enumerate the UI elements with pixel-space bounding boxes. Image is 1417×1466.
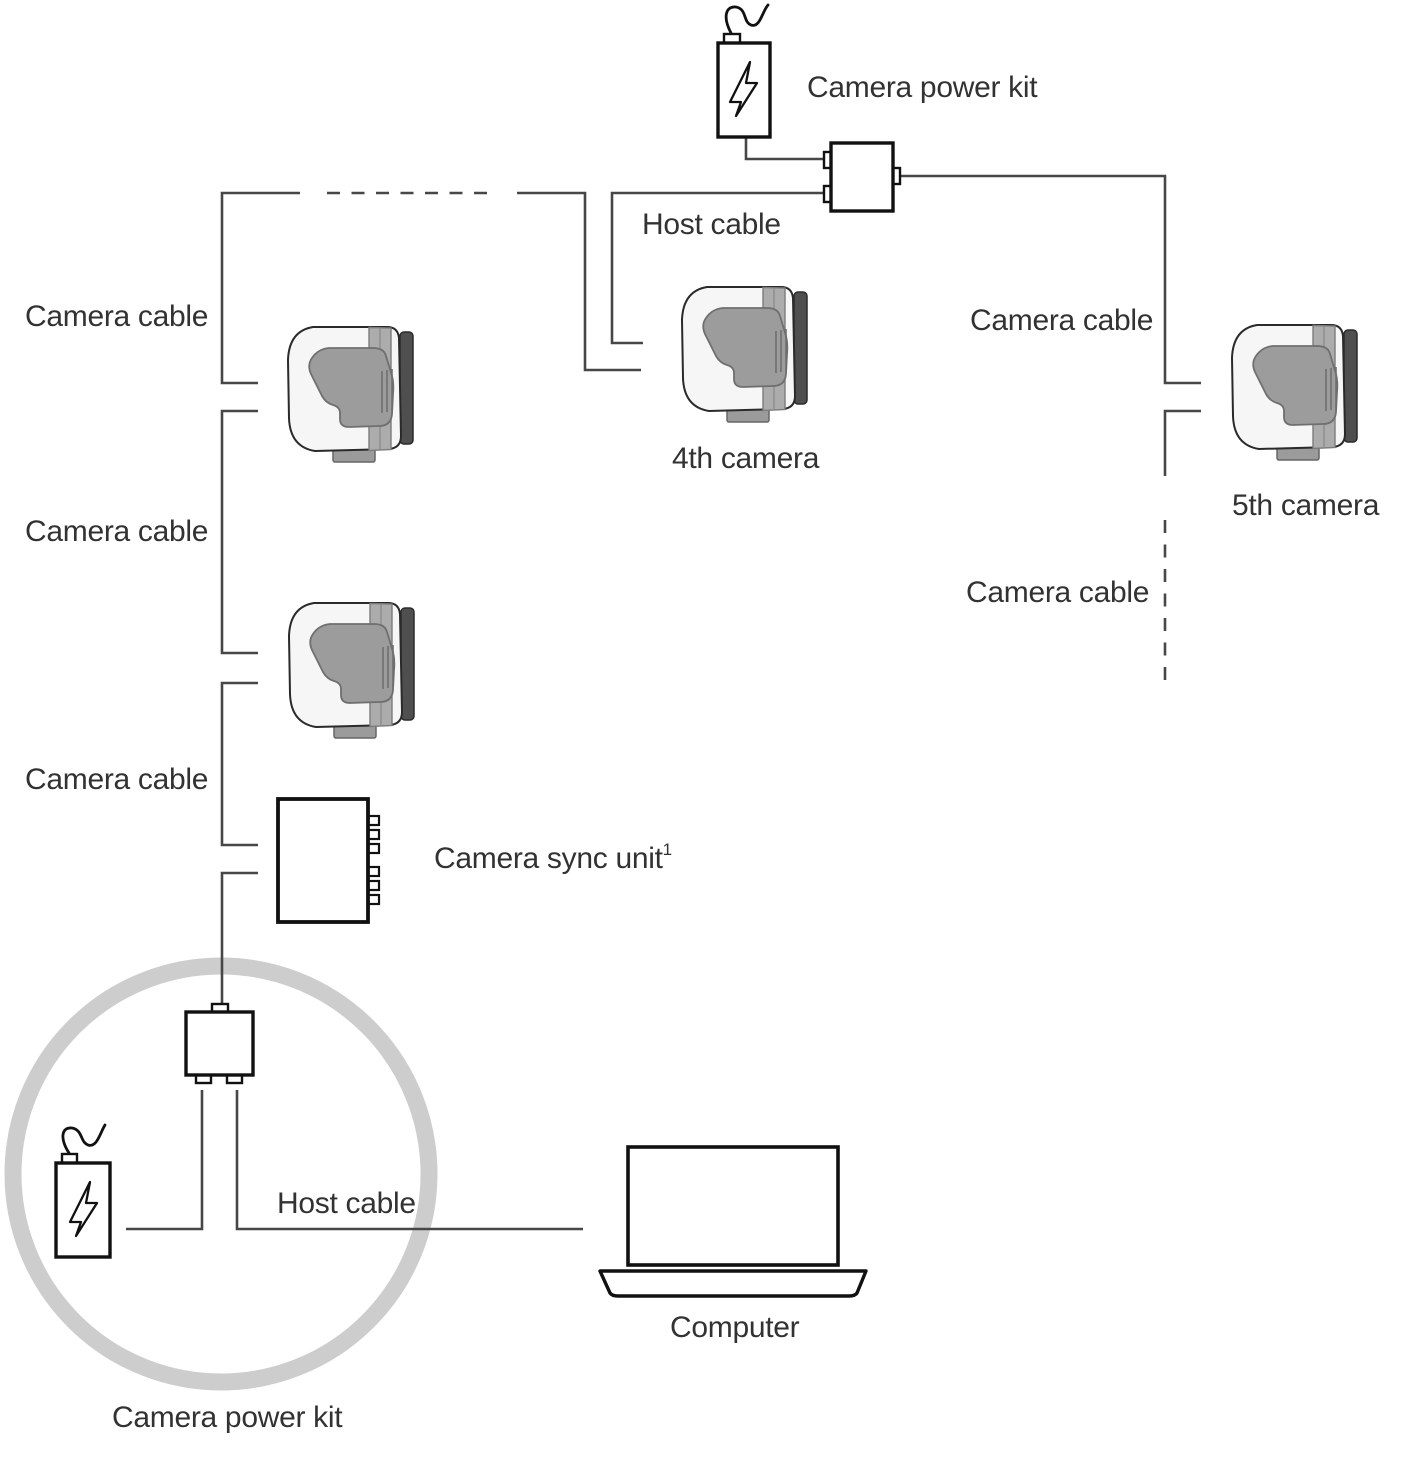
label-camera-cable-right-2: Camera cable xyxy=(966,576,1150,609)
camera-sync-unit-icon xyxy=(276,797,381,924)
power-cord-squiggle xyxy=(61,1123,107,1155)
label-host-cable-bottom: Host cable xyxy=(277,1187,416,1220)
lightning-bolt-icon xyxy=(728,60,759,118)
host-cable-bottom-line xyxy=(235,1090,583,1231)
cable-5th-camera-out xyxy=(1163,409,1201,476)
cable-sync-to-junction-bottom xyxy=(220,871,258,1003)
junction-box-top-icon xyxy=(822,141,902,213)
cable-chain-to-4th-camera xyxy=(517,191,641,372)
laptop-screen xyxy=(626,1145,840,1267)
power-to-junction-bottom-line xyxy=(126,1090,204,1231)
label-fifth-camera: 5th camera xyxy=(1232,489,1380,522)
camera-icon-2nd xyxy=(288,602,415,739)
power-cord-squiggle xyxy=(724,3,770,35)
cable-junction-to-5th-camera xyxy=(900,174,1201,385)
label-host-cable-top: Host cable xyxy=(642,208,781,241)
junction-box-bottom-icon xyxy=(184,1002,255,1085)
cable-chain-topleft xyxy=(220,191,300,385)
host-cable-top-line xyxy=(610,191,826,345)
power-to-junction-top-line xyxy=(744,137,825,161)
camera-icon-4th xyxy=(681,286,808,423)
label-camera-sync-unit: Camera sync unit1 xyxy=(434,840,672,875)
label-camera-cable-left-3: Camera cable xyxy=(25,763,209,796)
power-kit-bottom-icon xyxy=(54,1123,112,1259)
label-fourth-camera: 4th camera xyxy=(672,442,820,475)
label-camera-sync-unit-footnote: 1 xyxy=(662,840,672,859)
label-camera-cable-left-2: Camera cable xyxy=(25,515,209,548)
label-camera-sync-unit-text: Camera sync unit xyxy=(434,842,663,875)
label-camera-cable-right-1: Camera cable xyxy=(970,304,1154,337)
camera-icon-5th xyxy=(1231,324,1358,461)
label-camera-power-kit-bottom: Camera power kit xyxy=(112,1401,343,1434)
computer-icon xyxy=(598,1145,868,1298)
label-camera-cable-left-1: Camera cable xyxy=(25,300,209,333)
camera-icon-3rd xyxy=(287,326,414,463)
lightning-bolt-icon xyxy=(68,1180,99,1238)
label-computer: Computer xyxy=(670,1311,800,1344)
laptop-base xyxy=(598,1269,868,1298)
cable-camera2-to-sync xyxy=(220,681,258,847)
label-camera-power-kit-top: Camera power kit xyxy=(807,71,1038,104)
cable-camera1-to-camera2 xyxy=(220,409,258,655)
cables xyxy=(126,137,1201,1231)
power-kit-top-icon xyxy=(716,3,772,139)
